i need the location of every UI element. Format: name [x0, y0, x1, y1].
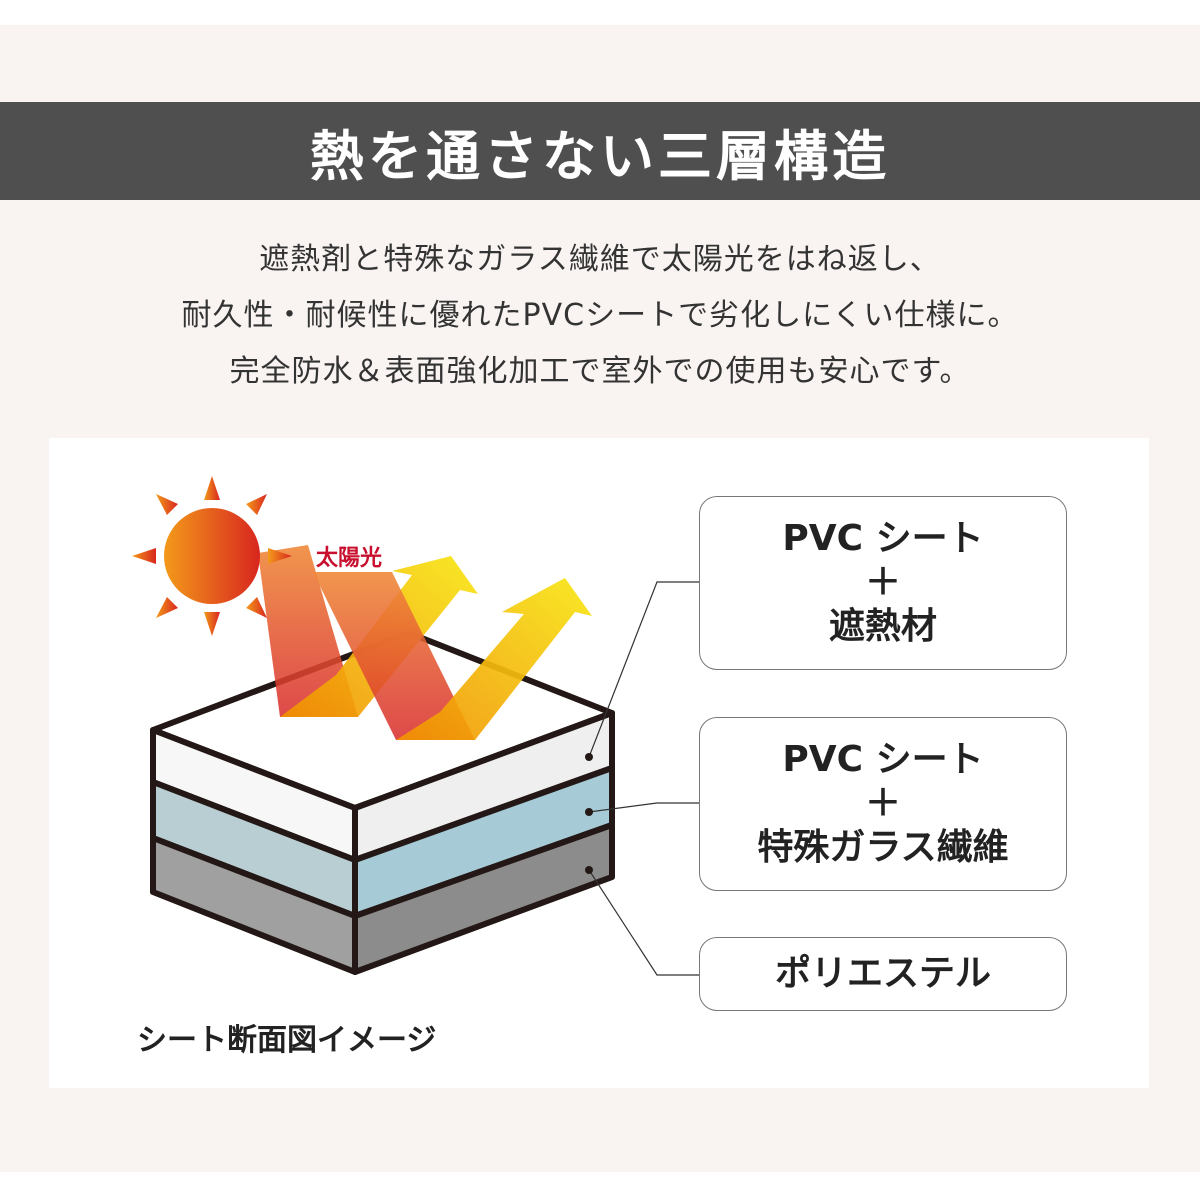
layer-label-line: ポリエステル — [774, 953, 991, 994]
layer-label-line: 遮熱材 — [828, 606, 937, 647]
layer-label-top: PVC シート ＋ 遮熱材 — [699, 496, 1067, 670]
layer-label-middle: PVC シート ＋ 特殊ガラス繊維 — [699, 717, 1067, 891]
layer-label-bottom: ポリエステル — [699, 937, 1067, 1011]
layer-bottom-right — [352, 822, 615, 975]
layer-marker — [585, 866, 593, 874]
incoming-beam — [313, 572, 475, 740]
layer-marker — [585, 753, 593, 761]
layer-label-line: PVC シート — [782, 518, 984, 559]
layer-marker — [585, 808, 593, 816]
description-line: 遮熱剤と特殊なガラス繊維で太陽光をはね返し、 — [259, 242, 941, 277]
plus-sign: ＋ — [864, 562, 901, 603]
incoming-beam — [258, 545, 358, 717]
description-line: 耐久性・耐候性に優れたPVCシートで劣化しにくい仕様に。 — [181, 298, 1019, 333]
sun-icon — [132, 476, 292, 636]
description-line: 完全防水＆表面強化加工で室外での使用も安心です。 — [229, 354, 971, 389]
layer-label-line: PVC シート — [782, 739, 984, 780]
page-title: 熱を通さない三層構造 — [310, 124, 890, 188]
layer-label-line: 特殊ガラス繊維 — [757, 827, 1009, 868]
description: 遮熱剤と特殊なガラス繊維で太陽光をはね返し、 耐久性・耐候性に優れたPVCシート… — [0, 232, 1200, 400]
reflected-arrow — [396, 578, 592, 740]
title-banner: 熱を通さない三層構造 — [0, 102, 1200, 200]
diagram-caption: シート断面図イメージ — [137, 1023, 437, 1058]
plus-sign: ＋ — [864, 783, 901, 824]
sunlight-label: 太陽光 — [316, 546, 383, 571]
leader-lines — [588, 581, 699, 976]
